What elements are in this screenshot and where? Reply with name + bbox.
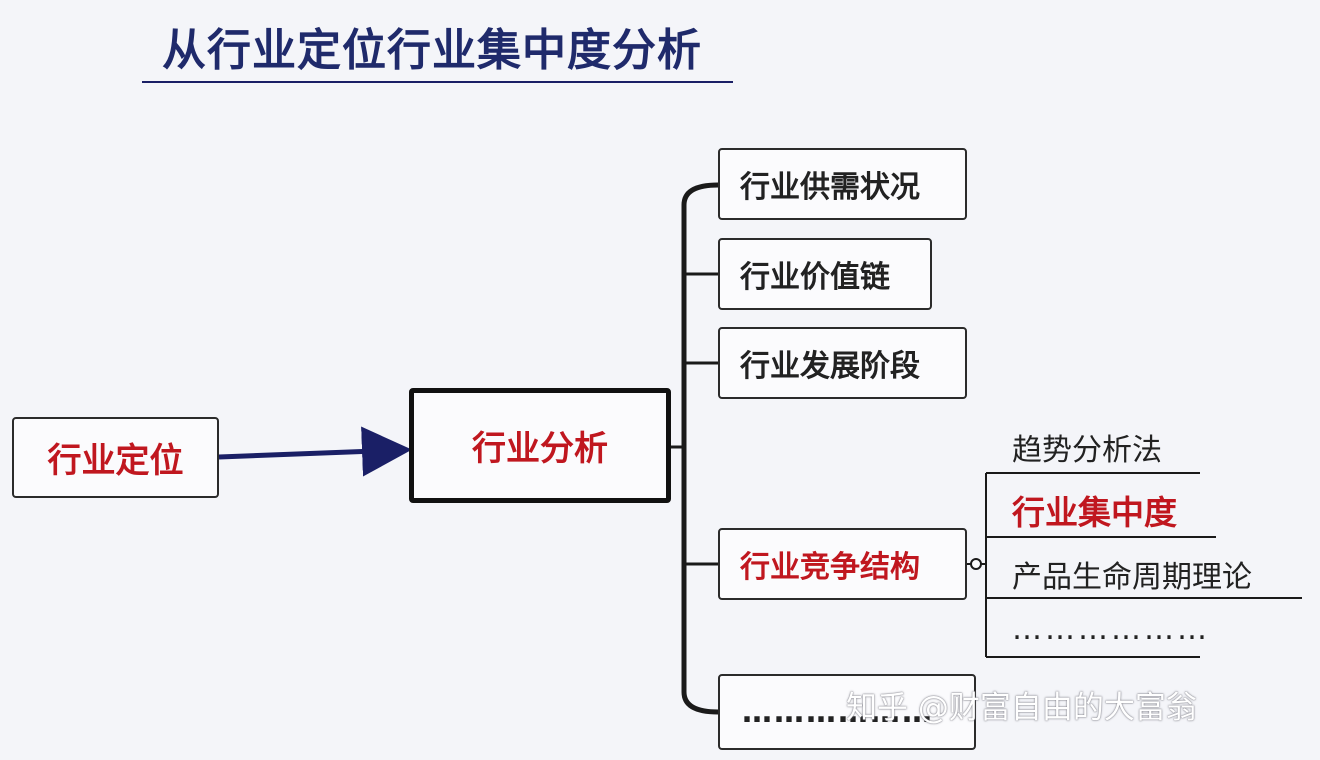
watermark: 知乎 @财富自由的大富翁 — [846, 690, 1197, 726]
origin-node: 行业定位 — [12, 417, 219, 498]
child-node-development-stage: 行业发展阶段 — [718, 327, 967, 399]
arrow-origin-to-center — [218, 426, 412, 477]
sub-item-trend-analysis: 趋势分析法 — [1012, 433, 1162, 468]
child-node-supply-demand: 行业供需状况 — [718, 148, 967, 220]
bracket-spine — [681, 182, 719, 715]
sub-item-concentration: 行业集中度 — [1012, 493, 1177, 532]
sub-item-ellipsis: ……………… — [1012, 612, 1210, 647]
page-title: 从行业定位行业集中度分析 — [162, 25, 702, 76]
child-node-competition-structure: 行业竞争结构 — [718, 528, 967, 600]
collapse-toggle — [970, 558, 982, 570]
child-node-value-chain: 行业价值链 — [718, 238, 932, 310]
child-node-ellipsis: ……………… — [718, 674, 976, 750]
sub-item-lifecycle-theory: 产品生命周期理论 — [1012, 560, 1252, 595]
center-node: 行业分析 — [409, 388, 671, 503]
